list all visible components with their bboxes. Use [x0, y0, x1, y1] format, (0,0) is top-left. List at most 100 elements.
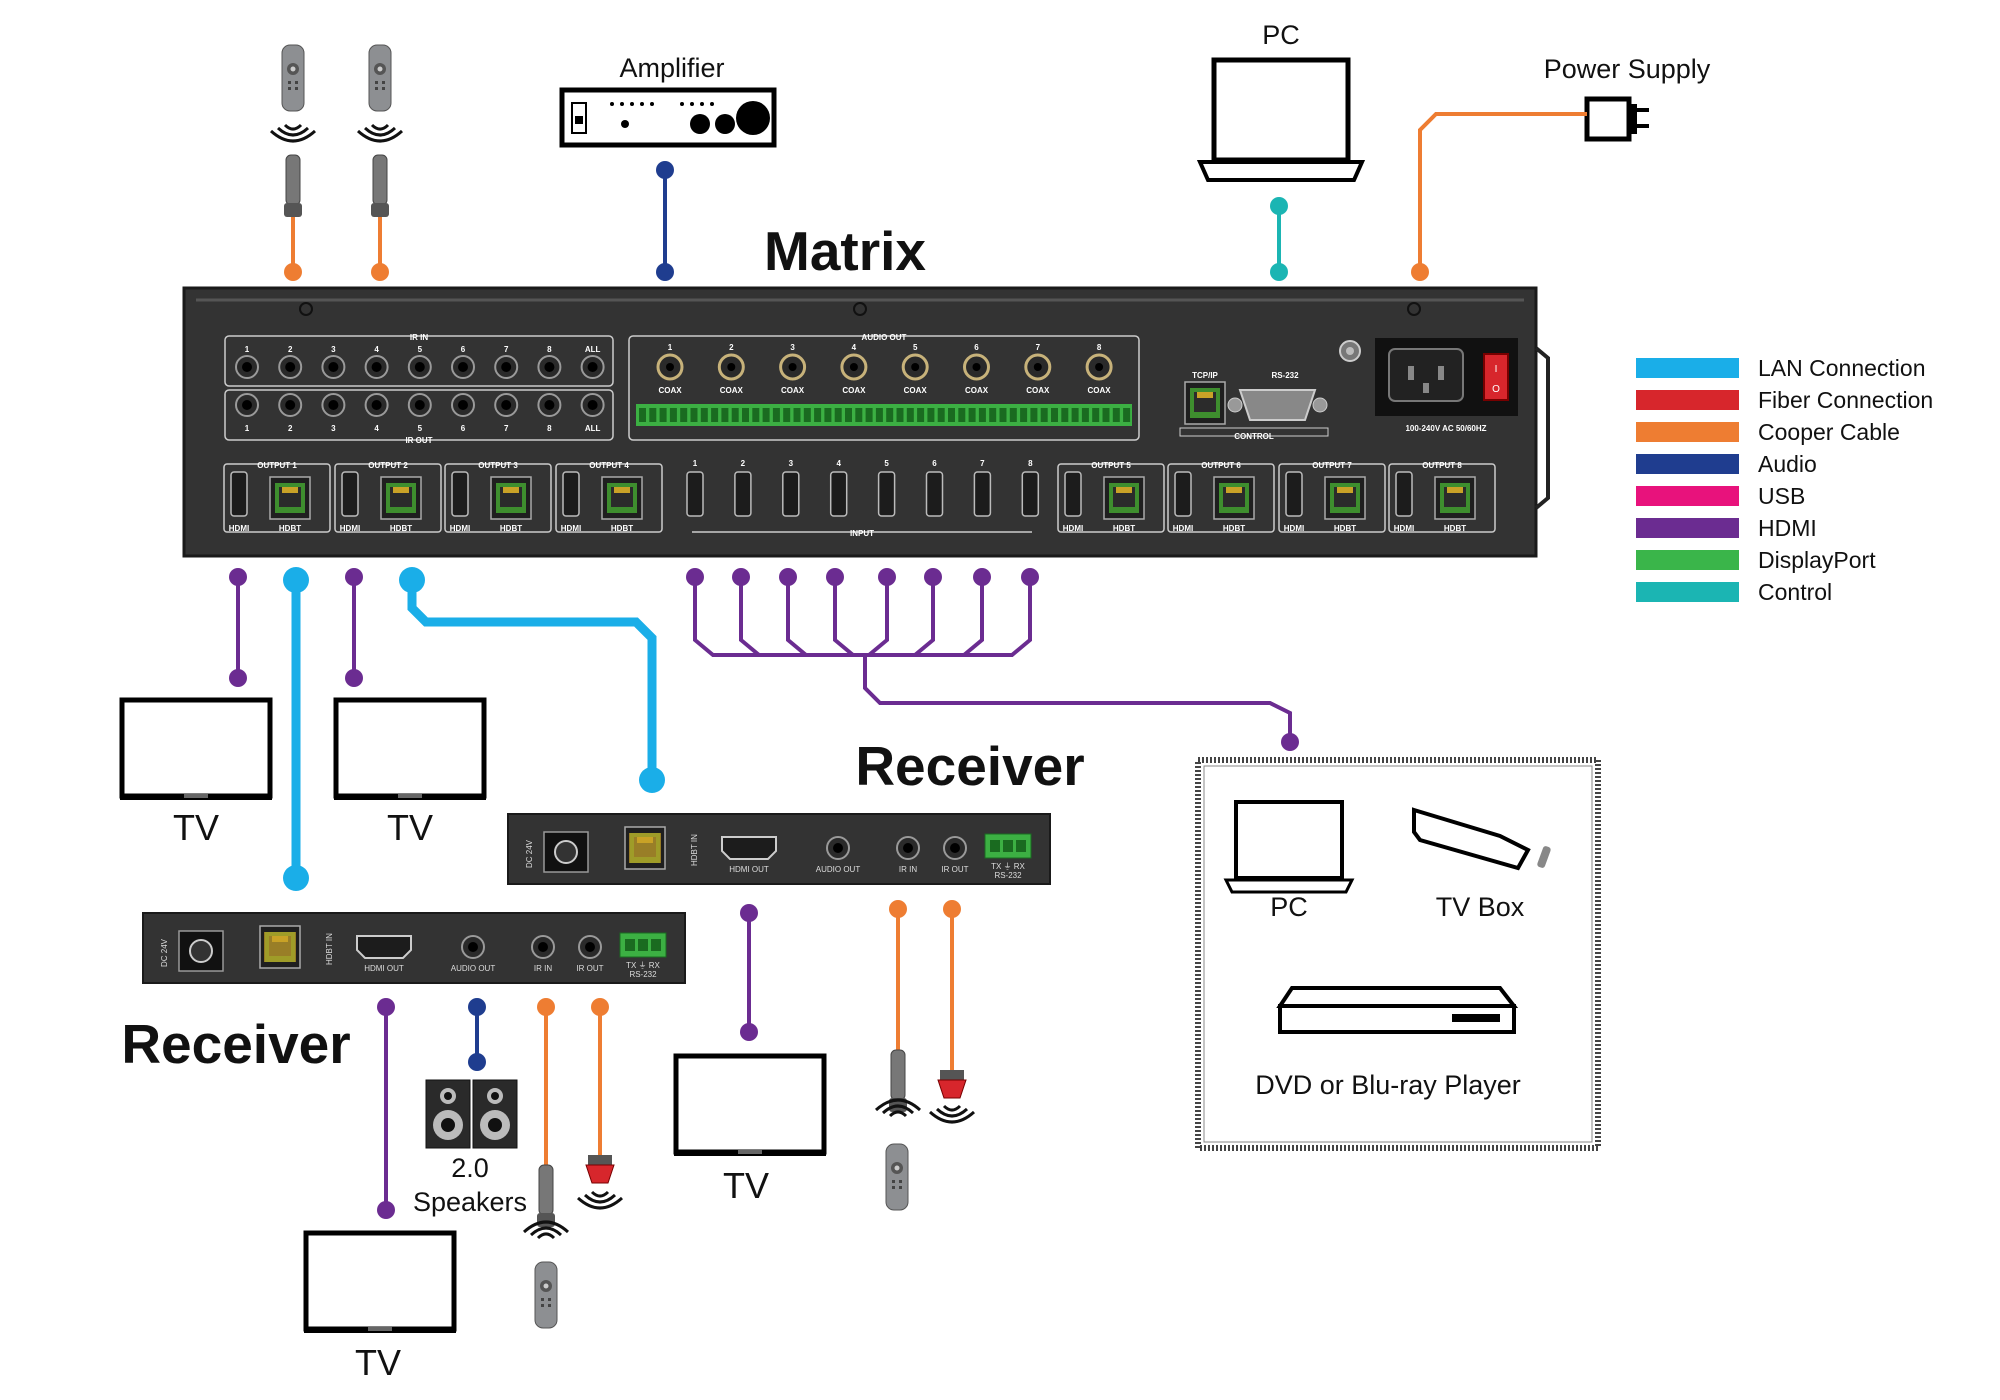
terminal-pin	[999, 408, 1007, 422]
ir-in-jack	[451, 355, 475, 379]
amplifier-label: Amplifier	[619, 53, 724, 83]
source-tv-box: TV Box	[1412, 807, 1551, 922]
hdbt-output-port	[1103, 476, 1145, 520]
legend-swatch	[1636, 454, 1739, 474]
terminal-pin	[680, 408, 688, 422]
ir-out-jack	[364, 393, 389, 417]
ir-in-number: 5	[418, 345, 423, 354]
tv-2-label: TV	[387, 807, 433, 848]
ir-in-jack	[537, 355, 562, 379]
terminal-pin	[1071, 408, 1079, 422]
hdbt-output-port	[269, 476, 311, 520]
terminal-pin	[1051, 408, 1058, 422]
terminal-pin	[1030, 408, 1038, 422]
ir-out-number: 7	[504, 424, 509, 433]
ir-out-number: 2	[288, 424, 293, 433]
source-pc: PC	[1223, 800, 1355, 922]
hdbt-port-label: HDBT	[1334, 524, 1356, 533]
receiver-left-title: Receiver	[121, 1013, 350, 1075]
audio-out-number: 6	[974, 343, 979, 352]
terminal-pin	[659, 408, 667, 422]
rx-left-tv-connection: TV	[304, 998, 456, 1383]
audio-out-number: 3	[790, 343, 795, 352]
terminal-pin	[834, 408, 842, 422]
legend-item: LAN Connection	[1636, 355, 1926, 381]
coax-label: COAX	[965, 386, 989, 395]
ir-in-number: 4	[374, 345, 379, 354]
terminal-pin	[1061, 408, 1069, 422]
hdmi-port-label: HDMI	[1173, 524, 1193, 533]
input-number: 4	[836, 459, 841, 468]
terminal-pin	[958, 408, 966, 422]
tv-3-label: TV	[723, 1165, 769, 1206]
ir-out-number: 3	[331, 424, 336, 433]
terminal-pin	[855, 408, 863, 422]
hdmi-output-port	[1395, 471, 1413, 517]
ir-out-number: 8	[547, 424, 552, 433]
legend-item: Fiber Connection	[1636, 387, 1933, 413]
hdmi-output-port	[1174, 471, 1192, 517]
matrix-title: Matrix	[764, 220, 926, 282]
rx-left-ir-in-connection	[522, 998, 570, 1329]
coax-port	[840, 353, 868, 381]
hdmi-port-label: HDMI	[1394, 524, 1414, 533]
input-number: 5	[884, 459, 889, 468]
terminal-pin	[742, 408, 749, 422]
hdbt-port-label: HDBT	[1223, 524, 1245, 533]
output-label: OUTPUT 1	[257, 461, 297, 470]
coax-label: COAX	[1088, 386, 1112, 395]
ir-in-jack	[278, 355, 303, 379]
input-number: 7	[980, 459, 985, 468]
ir-in-number: 6	[461, 345, 466, 354]
sources-box: PC TV Box DVD or Blu-ray Player	[1195, 757, 1601, 1151]
terminal-pin	[649, 408, 657, 422]
terminal-pin	[1102, 408, 1110, 422]
output-label: OUTPUT 6	[1201, 461, 1241, 470]
terminal-pin	[906, 408, 914, 422]
legend-label: Control	[1758, 579, 1832, 605]
coax-label: COAX	[658, 386, 682, 395]
receiver-right-title: Receiver	[855, 735, 1084, 797]
rx-right-txrx-label: TX ⏚ RX	[991, 862, 1025, 871]
input-number: 3	[789, 459, 794, 468]
rx-right-ir-out-connection	[928, 900, 976, 1124]
hdbt-output-port	[380, 476, 422, 520]
terminal-pin	[896, 408, 904, 422]
input-number: 2	[741, 459, 746, 468]
terminal-pin	[700, 408, 708, 422]
receiver-left-panel: DC 24V HDBT IN HDMI OUT AUDIO OUT IR IN …	[142, 912, 686, 984]
legend-swatch	[1636, 582, 1739, 602]
terminal-pin	[772, 408, 780, 422]
terminal-pin	[1020, 408, 1028, 422]
legend-item: USB	[1636, 483, 1805, 509]
hdmi-input-port	[973, 471, 992, 517]
legend-label: LAN Connection	[1758, 355, 1926, 381]
hdmi-port-label: HDMI	[561, 524, 581, 533]
hdbt-output-port	[601, 476, 643, 520]
lan-to-right-receiver	[399, 567, 665, 793]
terminal-pin	[937, 408, 945, 422]
audio-out-number: 7	[1036, 343, 1041, 352]
coax-port	[963, 353, 990, 381]
coax-label: COAX	[842, 386, 866, 395]
terminal-pin	[948, 408, 955, 422]
tv-1-connection: TV	[120, 568, 272, 848]
input-number: 6	[932, 459, 937, 468]
ir-out-jack	[235, 393, 259, 417]
rx-left-ir-in-label: IR IN	[534, 964, 552, 973]
hdmi-input-bus	[693, 577, 1292, 742]
hdmi-port-label: HDMI	[229, 524, 249, 533]
ir-in-number: 7	[504, 345, 509, 354]
terminal-pin	[978, 408, 986, 422]
hdbt-port-label: HDBT	[500, 524, 522, 533]
terminal-pin	[783, 408, 791, 422]
